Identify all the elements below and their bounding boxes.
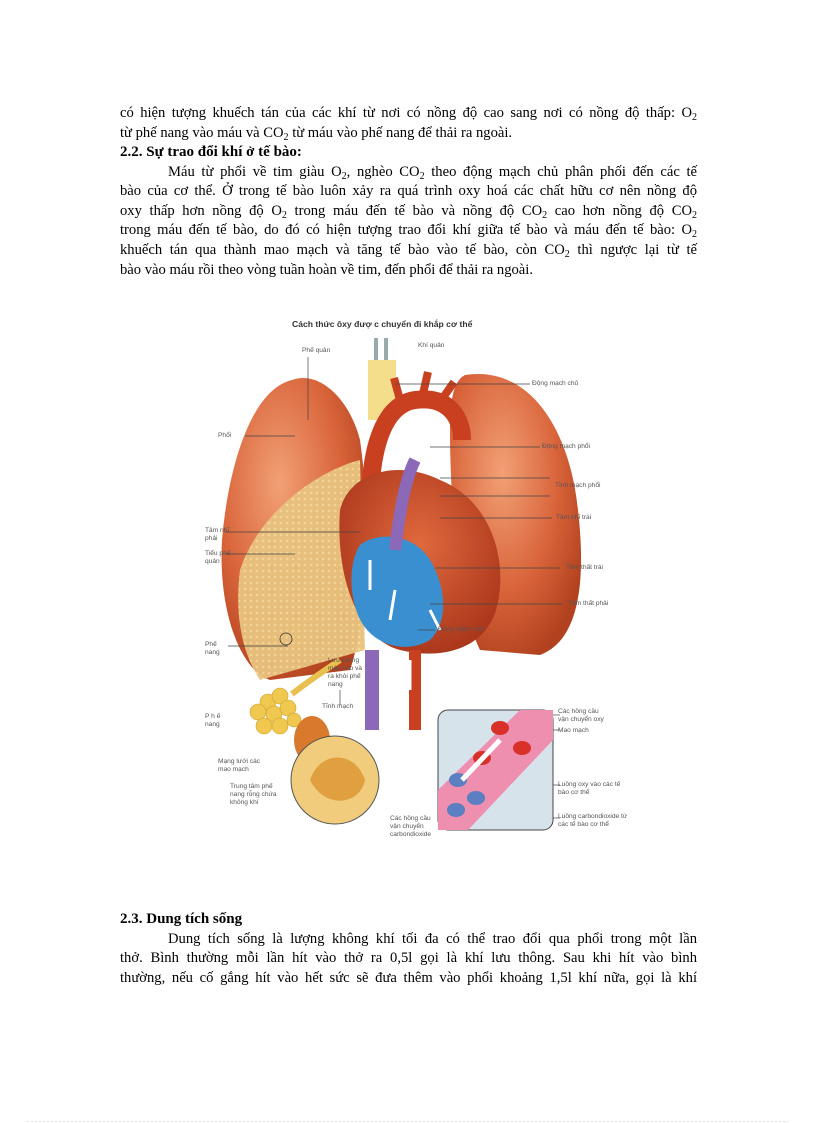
paragraph-line: Dung tích sống là lượng không khí tối đa… <box>168 930 697 947</box>
paragraph-line: thường, nếu cố gắng hít vào hết sức sẽ đ… <box>120 969 697 986</box>
paragraph-line: bào vào máu rồi theo vòng tuần hoàn về t… <box>120 261 533 278</box>
anatomy-illustration <box>221 338 582 831</box>
section-2-2: 2.2. Sự trao đổi khí ở tế bào: Máu từ ph… <box>120 143 697 280</box>
label-tam-nhi-trai: Tâm nhĩ trái <box>556 514 592 521</box>
page-bottom-border <box>26 1121 788 1122</box>
paragraph-line: khuếch tán qua thành mao mạch và tăng tế… <box>120 241 697 260</box>
paragraph-line: bào của cơ thể. Ở trong tế bào luôn xảy … <box>120 183 697 200</box>
label-phe-quan: Phế quản <box>302 347 331 354</box>
paragraph-line: thở. Bình thường mỗi lần hít vào thở ra … <box>120 950 697 967</box>
paragraph-line: Máu từ phổi về tim giàu O2, nghèo CO2 th… <box>168 163 697 182</box>
label-tam-that-trai: Tâm thất trái <box>566 564 604 571</box>
label-khi-quan: Khí quản <box>418 342 445 349</box>
label-dong-mach-chu-top: Động mạch chủ <box>532 380 579 387</box>
section-2-3: 2.3. Dung tích sống Dung tích sống là lư… <box>120 910 697 988</box>
section-heading: 2.3. Dung tích sống <box>120 911 243 927</box>
paragraph-line: oxy thấp hơn nồng độ O2 trong máu đến tế… <box>120 202 698 221</box>
label-mao-mach: Mao mạch <box>558 727 589 734</box>
section-2-1-tail: có hiện tượng khuếch tán của các khí từ … <box>120 104 697 143</box>
label-tam-that-phai: Tâm thất phải <box>568 600 609 607</box>
label-dong-mach-phoi: Động mạch phổi <box>542 443 591 450</box>
label-phoi: Phổi <box>218 432 232 439</box>
paragraph-line: từ phế nang vào máu và CO2 từ máu vào ph… <box>120 124 513 143</box>
label-tinh-mach: Tĩnh mạch <box>322 703 354 710</box>
oxygen-transport-figure: Cách thức ôxy đượ c chuyển đi khắp cơ th… <box>200 310 650 840</box>
paragraph-line: trong máu đến tế bào, do đó có hiện tượn… <box>120 222 697 241</box>
label-dong-mach-chu-bottom: Động mạch chủ <box>438 626 485 633</box>
section-heading: 2.2. Sự trao đổi khí ở tế bào: <box>120 144 302 160</box>
figure-title: Cách thức ôxy đượ c chuyển đi khắp cơ th… <box>292 319 473 329</box>
paragraph-line: có hiện tượng khuếch tán của các khí từ … <box>120 105 697 123</box>
label-tinh-mach-phoi: Tĩnh mạch phổi <box>555 482 601 489</box>
